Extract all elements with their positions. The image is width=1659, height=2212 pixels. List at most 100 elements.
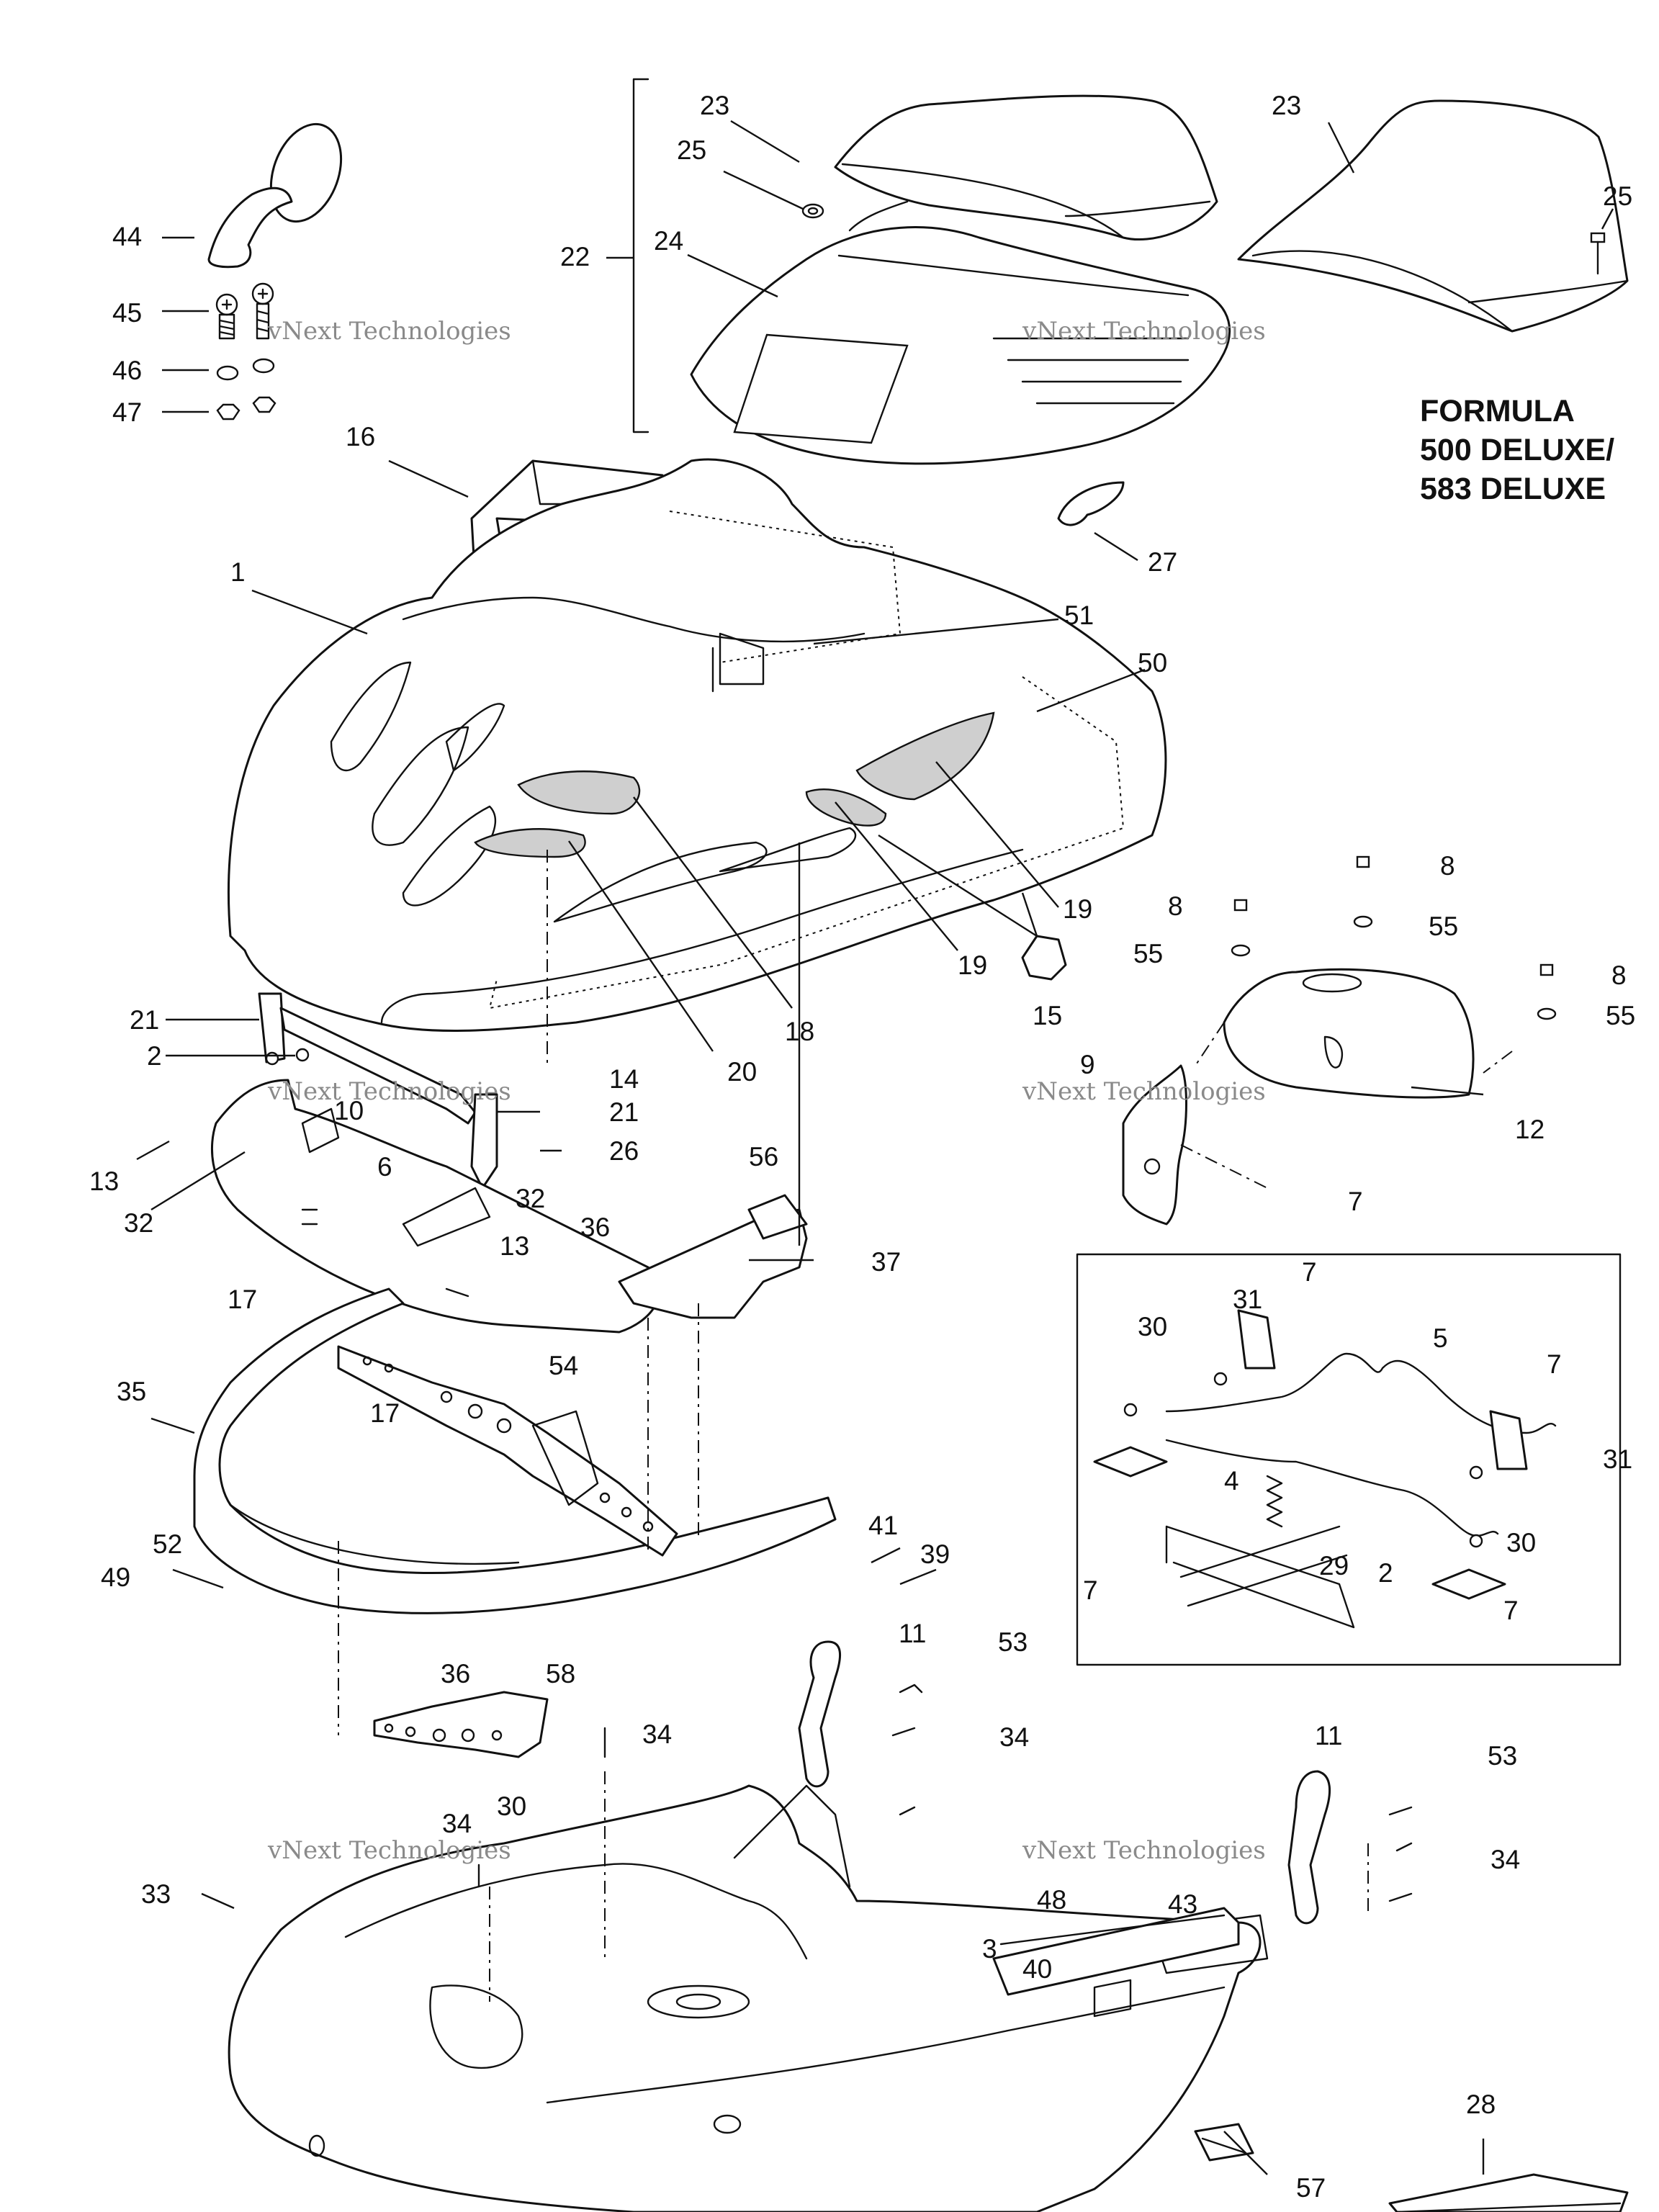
callout-3: 3 [982, 1934, 997, 1964]
callout-34-left: 34 [442, 1809, 472, 1838]
callout-53-left: 53 [998, 1627, 1028, 1657]
callout-39: 39 [920, 1539, 950, 1569]
watermark: vNext Technologies [268, 317, 511, 346]
callout-17-lower: 17 [370, 1398, 400, 1428]
callout-23-left: 23 [700, 91, 730, 120]
callout-7-inset-bottom: 7 [1503, 1596, 1519, 1625]
front-bracket-frame [210, 1079, 661, 1334]
latch-15 [1021, 935, 1067, 981]
callout-18: 18 [785, 1017, 815, 1046]
callout-2-left: 2 [147, 1041, 162, 1071]
watermark: vNext Technologies [1022, 1836, 1266, 1865]
watermark-text: vNext Technologies [268, 1077, 511, 1106]
callout-28: 28 [1466, 2090, 1496, 2119]
rear-bumper [992, 1907, 1240, 1996]
callout-36-lower: 36 [441, 1659, 471, 1689]
callout-30-hull: 30 [497, 1791, 527, 1821]
callout-32-right: 32 [516, 1184, 546, 1213]
group-bracket-22 [606, 78, 649, 433]
callout-2-inset: 2 [1378, 1558, 1393, 1588]
cover-12 [1223, 968, 1475, 1099]
callout-35: 35 [117, 1377, 147, 1406]
watermark-text: vNext Technologies [268, 317, 511, 346]
seat-cover-left [834, 94, 1218, 241]
mirror-44 [207, 122, 343, 269]
callout-5: 5 [1433, 1323, 1448, 1353]
callout-17-upper: 17 [228, 1285, 258, 1314]
screw-set-45-47 [215, 282, 276, 421]
callout-47: 47 [112, 397, 143, 427]
callout-16: 16 [346, 422, 376, 451]
handle-11-left [798, 1640, 842, 1788]
callout-36-upper: 36 [580, 1213, 611, 1242]
hood-1 [228, 458, 1167, 1033]
callout-30-inset-right: 30 [1506, 1528, 1537, 1557]
callout-11-right: 11 [1315, 1721, 1343, 1750]
callout-27: 27 [1148, 547, 1178, 577]
callout-7-inset-right: 7 [1547, 1349, 1562, 1379]
callout-40: 40 [1022, 1954, 1053, 1984]
callout-8-mid: 8 [1168, 891, 1183, 921]
callout-14: 14 [609, 1064, 639, 1094]
watermark-text: vNext Technologies [268, 1836, 511, 1865]
callout-23-right: 23 [1272, 91, 1302, 120]
callout-37: 37 [871, 1247, 902, 1277]
callout-54: 54 [549, 1351, 579, 1380]
bracket-58 [373, 1691, 549, 1758]
callout-31-right: 31 [1603, 1444, 1633, 1474]
callout-12: 12 [1515, 1115, 1545, 1144]
screw-25-left [801, 203, 824, 219]
callout-55-mid: 55 [1133, 939, 1164, 968]
callout-11-left: 11 [899, 1619, 927, 1648]
callout-32-left: 32 [124, 1208, 154, 1238]
callout-24: 24 [654, 226, 684, 256]
callout-21-upper: 21 [130, 1005, 160, 1035]
model-note-line-3: 583 DELUXE [1420, 472, 1606, 506]
plate-28 [1388, 2173, 1629, 2212]
callout-22: 22 [560, 242, 590, 271]
callout-31-top: 31 [1233, 1285, 1263, 1314]
callout-19-upper: 19 [1063, 894, 1093, 924]
model-note-line-2: 500 DELUXE/ [1420, 433, 1615, 467]
inset-box [1076, 1253, 1622, 1666]
callout-7-cover: 7 [1348, 1187, 1363, 1216]
callout-50: 50 [1138, 648, 1168, 678]
callout-7-inset-top: 7 [1302, 1257, 1317, 1287]
callout-19-lower: 19 [958, 950, 988, 980]
watermark: vNext Technologies [268, 1836, 511, 1865]
callout-26: 26 [609, 1136, 639, 1166]
bracket-37 [618, 1194, 808, 1319]
front-bumper-35 [193, 1287, 837, 1614]
callout-10: 10 [334, 1096, 364, 1125]
watermark-text: vNext Technologies [1022, 317, 1266, 346]
callout-45: 45 [112, 298, 143, 328]
rivets-53-34 [477, 1683, 1413, 1902]
callout-44: 44 [112, 222, 143, 251]
callout-48: 48 [1037, 1885, 1067, 1915]
callout-34-center: 34 [642, 1719, 673, 1749]
hull-body-33 [228, 1784, 1269, 2212]
model-applicability-note: FORMULA 500 DELUXE/ 583 DELUXE [1420, 392, 1614, 508]
callout-25-right: 25 [1603, 181, 1633, 211]
callout-20: 20 [727, 1057, 757, 1087]
callout-29: 29 [1319, 1551, 1349, 1581]
watermark: vNext Technologies [1022, 317, 1266, 346]
callout-8-right: 8 [1611, 961, 1627, 990]
callout-58: 58 [546, 1659, 576, 1689]
callout-21-lower: 21 [609, 1097, 639, 1127]
callout-49: 49 [101, 1563, 131, 1592]
callout-1: 1 [230, 557, 246, 587]
hood-leaders [547, 618, 1146, 1066]
watermark-text: vNext Technologies [1022, 1077, 1266, 1106]
callout-53-right: 53 [1488, 1741, 1518, 1771]
callout-52: 52 [153, 1529, 183, 1559]
callout-34-right-lower: 34 [1491, 1845, 1521, 1874]
callout-55-right: 55 [1606, 1001, 1636, 1030]
decal-57 [1194, 2123, 1254, 2162]
hinge-assembly-21 [258, 992, 498, 1190]
callout-6: 6 [377, 1152, 392, 1182]
callout-30-inset-left: 30 [1138, 1312, 1168, 1341]
callout-8-top: 8 [1440, 851, 1455, 881]
watermark-text: vNext Technologies [1022, 1836, 1266, 1865]
